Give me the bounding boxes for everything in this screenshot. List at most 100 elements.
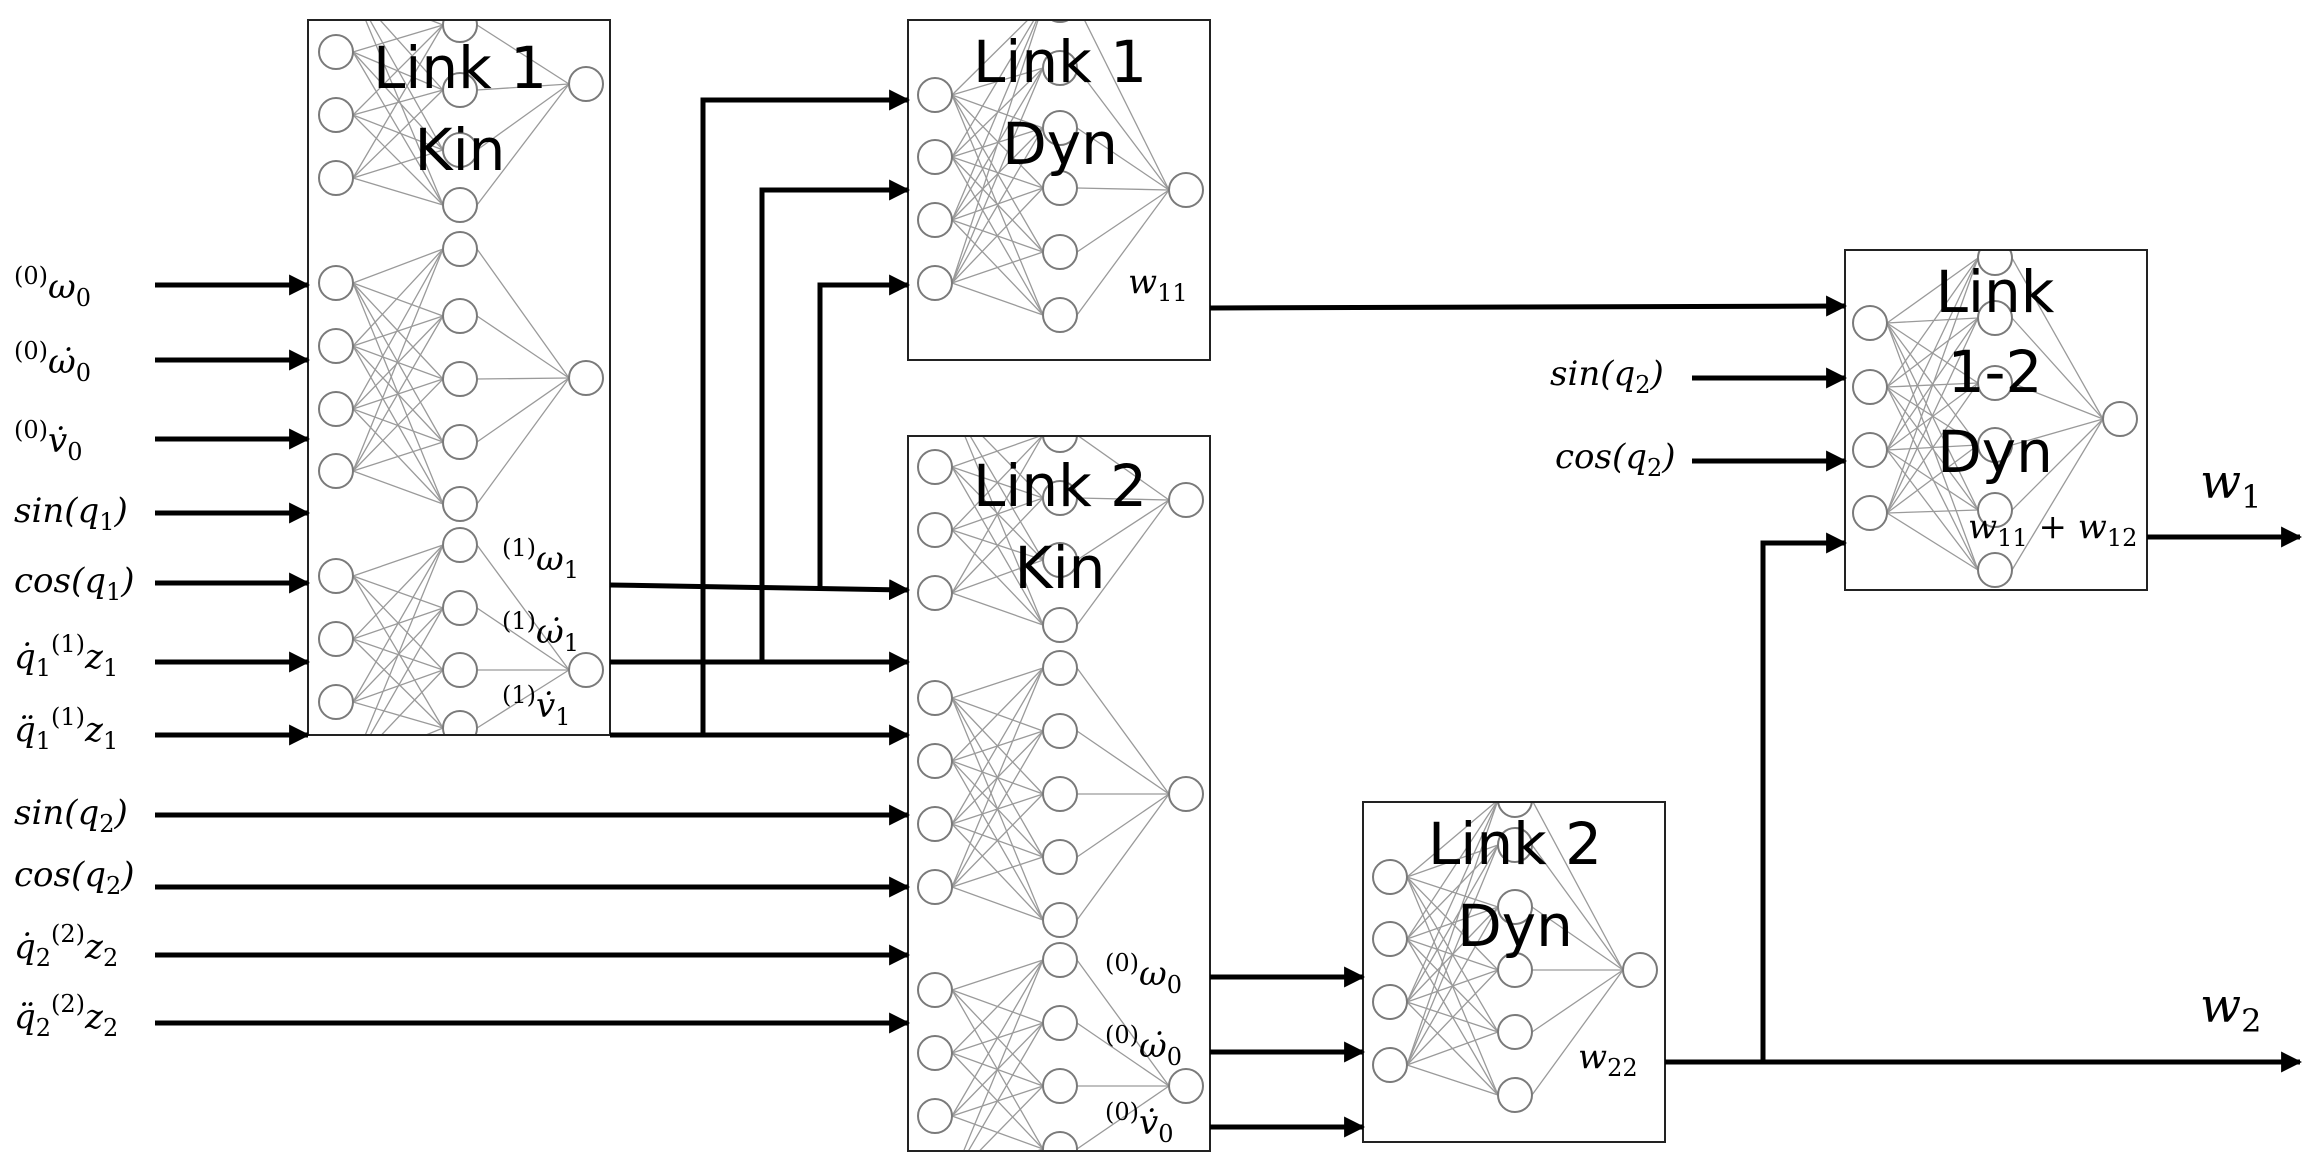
link12-dyn-network <box>1852 250 2138 588</box>
network-edge <box>352 470 444 505</box>
network-node <box>318 391 354 427</box>
network-edge <box>352 544 444 577</box>
network-edge <box>1076 793 1170 858</box>
network-edge <box>951 856 1044 888</box>
network-node <box>917 743 953 779</box>
network-edge <box>476 83 570 91</box>
network-edge <box>951 667 1044 762</box>
network-edge <box>476 669 570 729</box>
network-node <box>1852 305 1888 341</box>
network-edge <box>352 177 444 206</box>
network-node <box>1372 921 1408 957</box>
network-edge <box>1076 1085 1170 1150</box>
network-edge <box>951 20 1039 284</box>
link12-dyn-out-sum: w11 + w12 <box>1968 507 2137 552</box>
network-node <box>1372 1047 1408 1083</box>
network-edge <box>1406 802 1497 878</box>
network-node <box>318 97 354 133</box>
network-edge <box>951 959 1044 1117</box>
network-node <box>318 558 354 594</box>
network-edge <box>1076 127 1170 191</box>
network-edge <box>951 667 1044 699</box>
input-label-qddot1-z1: q̈1(1)z1 <box>14 703 118 755</box>
network-edge <box>2011 382 2104 420</box>
network-edge <box>476 83 570 206</box>
network-edge <box>1886 449 1979 511</box>
network-edge <box>951 886 1044 921</box>
network-edge <box>476 248 570 379</box>
network-node <box>918 388 952 422</box>
network-node <box>1042 902 1078 938</box>
network-node <box>1042 650 1078 686</box>
network-node <box>917 449 953 485</box>
input-label-omega0: (0)ω0 <box>14 262 91 312</box>
network-node <box>1168 172 1204 208</box>
network-node <box>917 806 953 842</box>
network-edge <box>952 405 1043 435</box>
input-label-cos-q1: cos(q1) <box>14 561 135 606</box>
network-edge <box>951 497 1044 594</box>
network-node <box>917 139 953 175</box>
network-node <box>442 486 478 522</box>
network-node <box>1977 365 2013 401</box>
network-edge <box>352 51 444 206</box>
network-edge <box>1076 793 1170 921</box>
network-edge <box>951 592 1044 626</box>
network-node <box>1042 436 1078 453</box>
network-node <box>1168 482 1204 518</box>
network-node <box>442 527 478 563</box>
network-edge <box>352 248 444 410</box>
network-edge <box>951 187 1044 221</box>
input-label-qdot2-z2: q̇2(2)z2 <box>14 920 118 972</box>
network-edge <box>1886 512 1979 571</box>
network-edge <box>380 669 444 735</box>
network-edge <box>352 24 444 116</box>
network-edge <box>1406 844 1499 1003</box>
network-edge <box>1886 322 1979 571</box>
network-edge <box>951 559 1044 594</box>
network-node <box>568 360 604 396</box>
link1-kin-title-2: Kin <box>415 116 506 184</box>
network-edge <box>352 378 444 472</box>
network-node <box>1497 1014 1533 1050</box>
network-node <box>1042 607 1078 643</box>
network-edge <box>352 315 444 472</box>
link12-dyn-title-2: 1-2 <box>1948 338 2043 406</box>
network-edge <box>951 667 1044 825</box>
input-label-qdot1-z1: q̇1(1)z1 <box>14 630 118 682</box>
connection-lines <box>155 89 2303 1138</box>
link2-kin-out-omegadot0: (0)ω̇0 <box>1105 1021 1182 1071</box>
network-edge <box>1076 189 1170 316</box>
network-node <box>1977 250 2013 276</box>
network-edge <box>951 127 1044 284</box>
network-node <box>1497 827 1533 863</box>
network-edge <box>951 20 1035 158</box>
network-edge <box>352 544 444 703</box>
network-edge <box>951 20 1029 96</box>
network-edge <box>951 436 1044 594</box>
network-node <box>1497 802 1533 818</box>
network-edge <box>1076 499 1170 561</box>
network-node <box>1977 552 2013 588</box>
network-edge <box>2011 317 2104 420</box>
network-edge <box>1076 67 1170 191</box>
network-edge <box>1406 844 1499 878</box>
network-edge <box>1886 257 1979 514</box>
network-edge <box>1406 969 1499 1066</box>
network-edge <box>1406 1064 1499 1096</box>
network-edge <box>369 607 444 735</box>
output-w1: w1 <box>2200 454 2261 516</box>
network-node <box>917 575 953 611</box>
network-edge <box>951 251 1044 284</box>
network-node <box>1042 1005 1078 1041</box>
network-edge <box>352 575 444 729</box>
link1-kin-out-vdot1: (1)v̇1 <box>502 681 571 731</box>
network-node <box>442 424 478 460</box>
network-edge <box>352 114 444 206</box>
link1-dyn-out-w11: w11 <box>1128 262 1188 307</box>
network-node <box>1042 713 1078 749</box>
network-edge <box>476 83 570 151</box>
network-edge <box>364 20 444 206</box>
network-node <box>442 132 478 168</box>
network-edge <box>1531 969 1624 1096</box>
